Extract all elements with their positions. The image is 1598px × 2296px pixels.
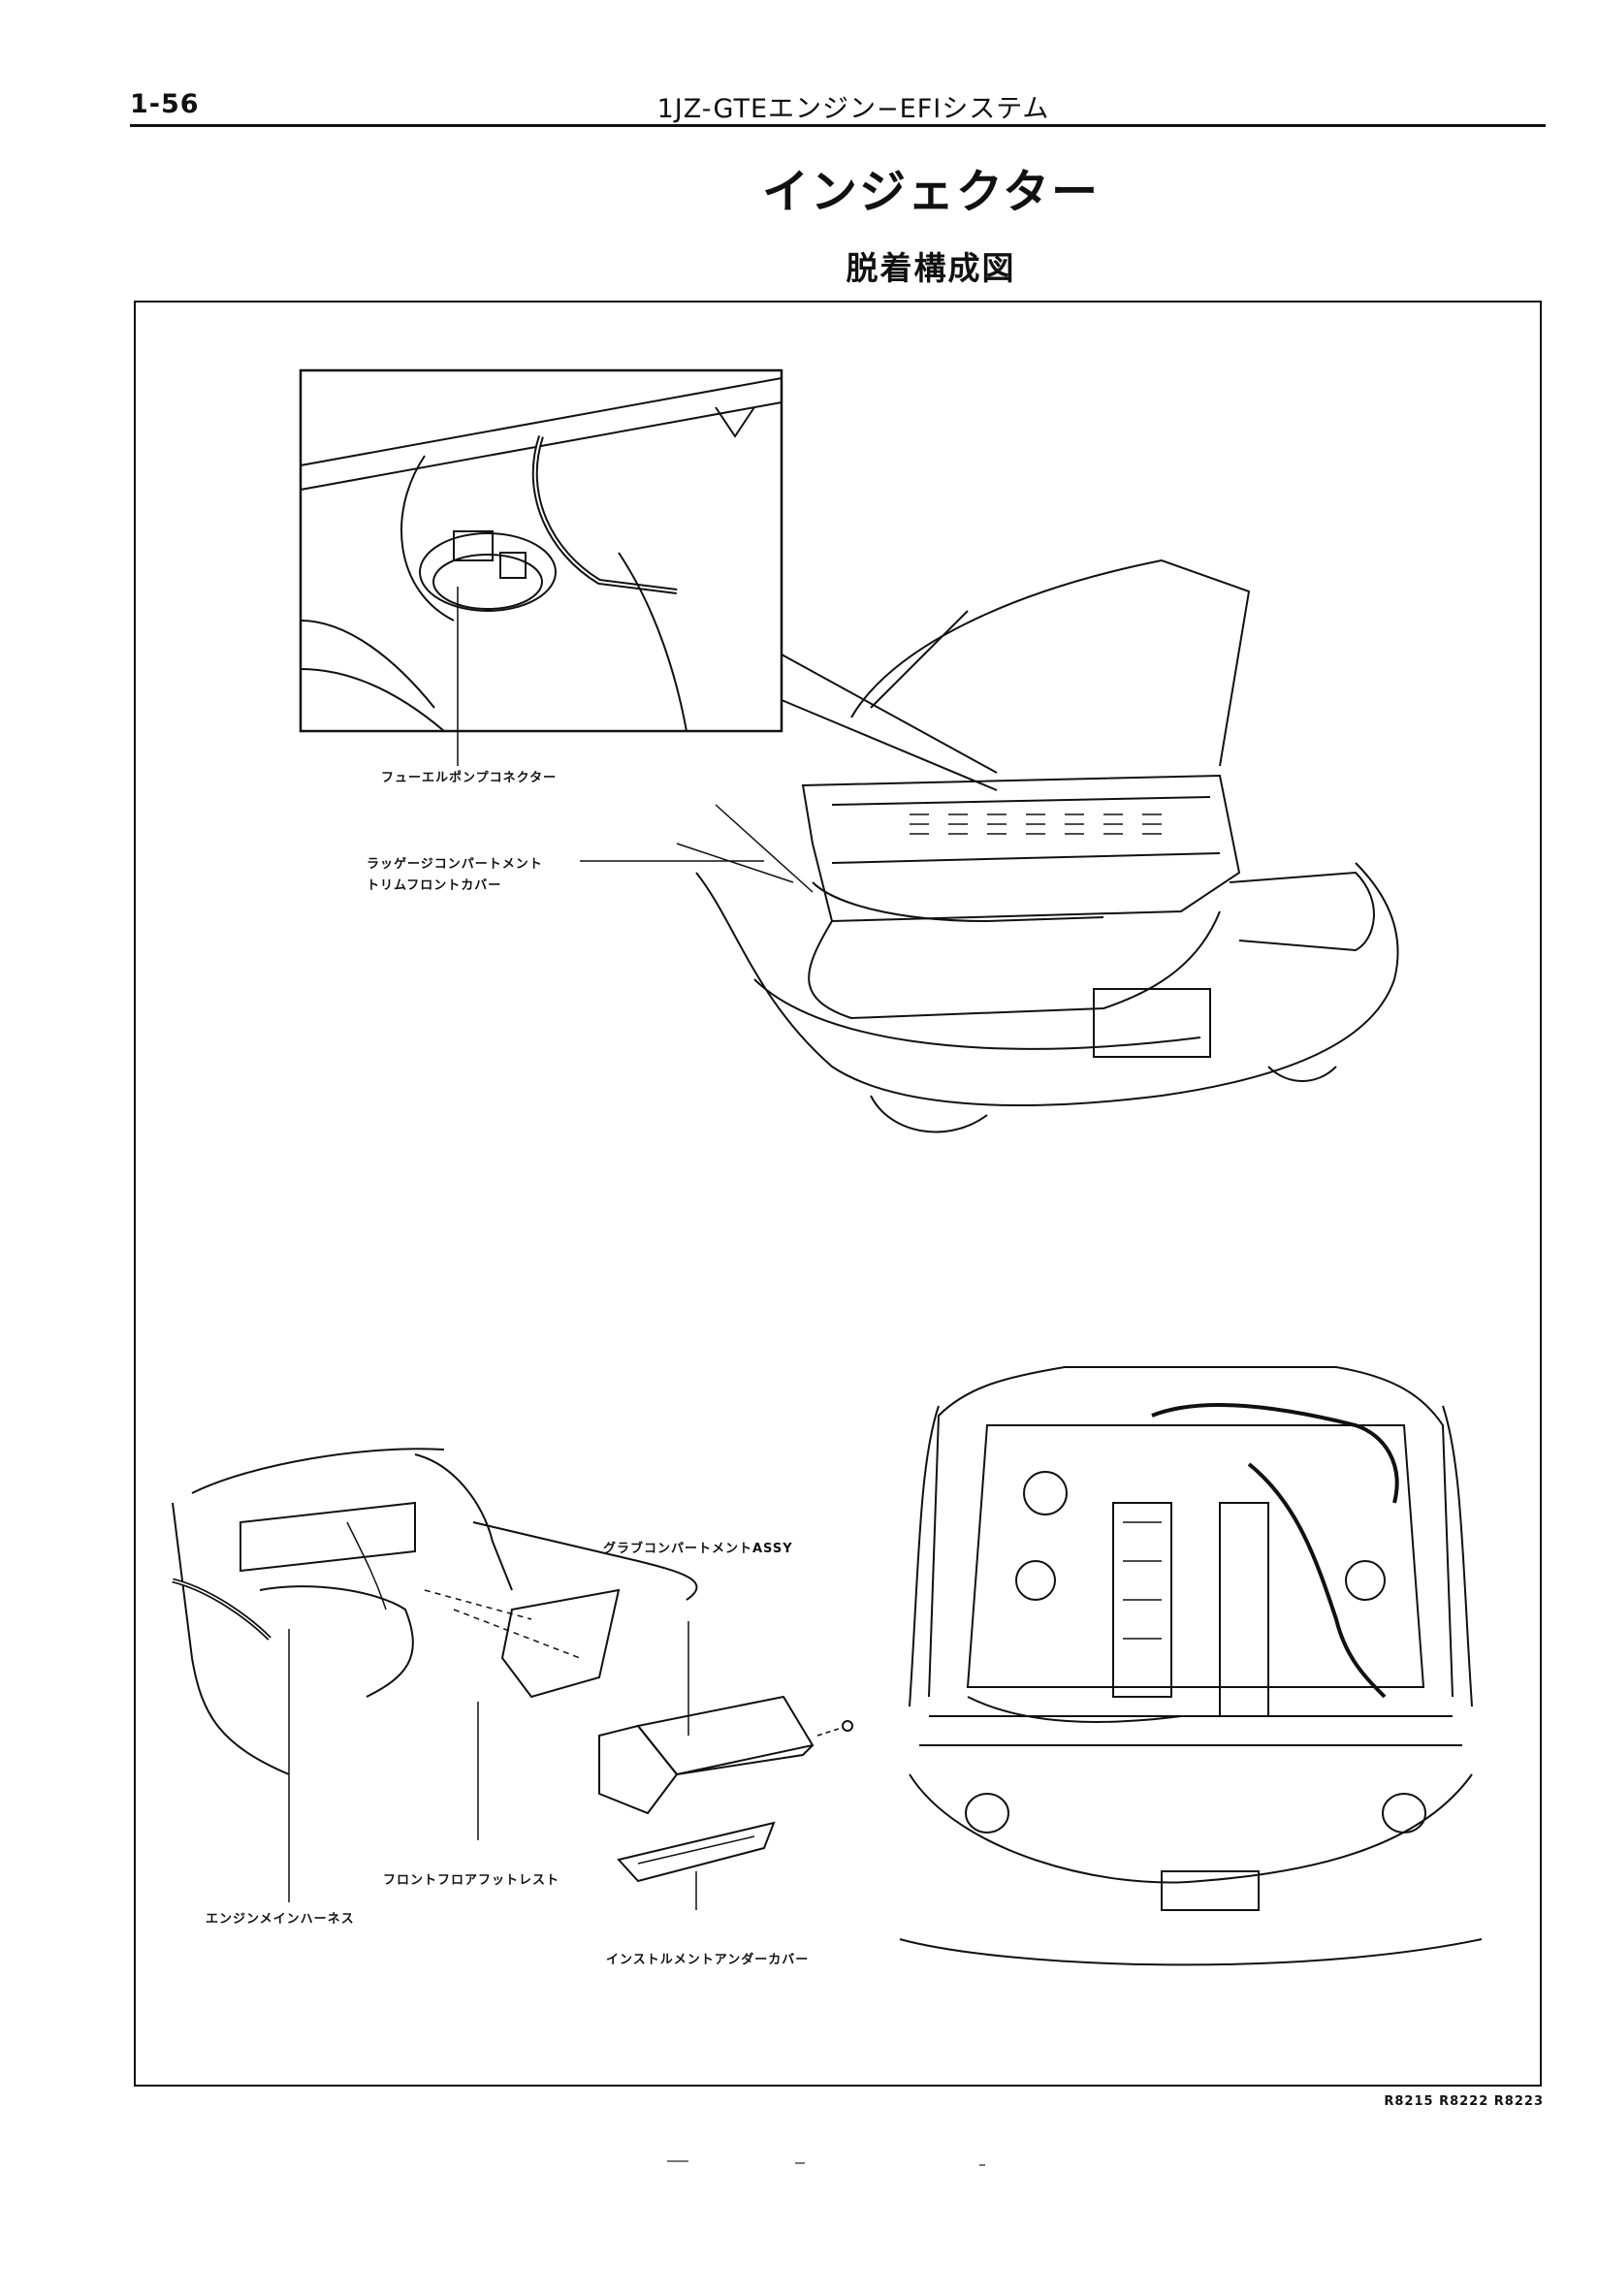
scan-speck xyxy=(795,2162,805,2164)
scan-speck xyxy=(667,2160,688,2162)
scan-speck xyxy=(979,2164,985,2166)
running-head: 1JZ-GTEエンジン−EFIシステム xyxy=(656,94,1050,124)
label-engine-main-harness: エンジンメインハーネス xyxy=(206,1912,355,1927)
figure-frame xyxy=(134,301,1542,2087)
header-rule xyxy=(130,124,1546,127)
label-luggage-trim-line1: ラッゲージコンパートメント xyxy=(367,857,543,872)
label-luggage-trim-line2: トリムフロントカバー xyxy=(367,878,502,893)
glove-box-drawing xyxy=(598,1621,853,1815)
rear-car-drawing xyxy=(676,558,1399,1133)
label-glove-compartment: グラブコンパートメントASSY xyxy=(603,1542,793,1556)
engine-bay-drawing xyxy=(899,1366,1483,1966)
page-number: 1-56 xyxy=(130,89,200,119)
figure-codes: R8215 R8222 R8223 xyxy=(1384,2094,1544,2109)
fuel-pump-inset xyxy=(299,368,783,766)
label-fuel-pump-connector: フューエルポンプコネクター xyxy=(381,771,558,785)
exploded-diagram xyxy=(172,368,1483,1966)
under-cover-drawing xyxy=(617,1821,776,1910)
label-instrument-under-cover: インストルメントアンダーカバー xyxy=(606,1953,810,1967)
section-title: 脱着構成図 xyxy=(846,249,1016,287)
interior-drawing xyxy=(172,1448,698,1902)
page-title: インジェクター xyxy=(761,165,1101,219)
label-front-floor-footrest: フロントフロアフットレスト xyxy=(383,1873,560,1888)
